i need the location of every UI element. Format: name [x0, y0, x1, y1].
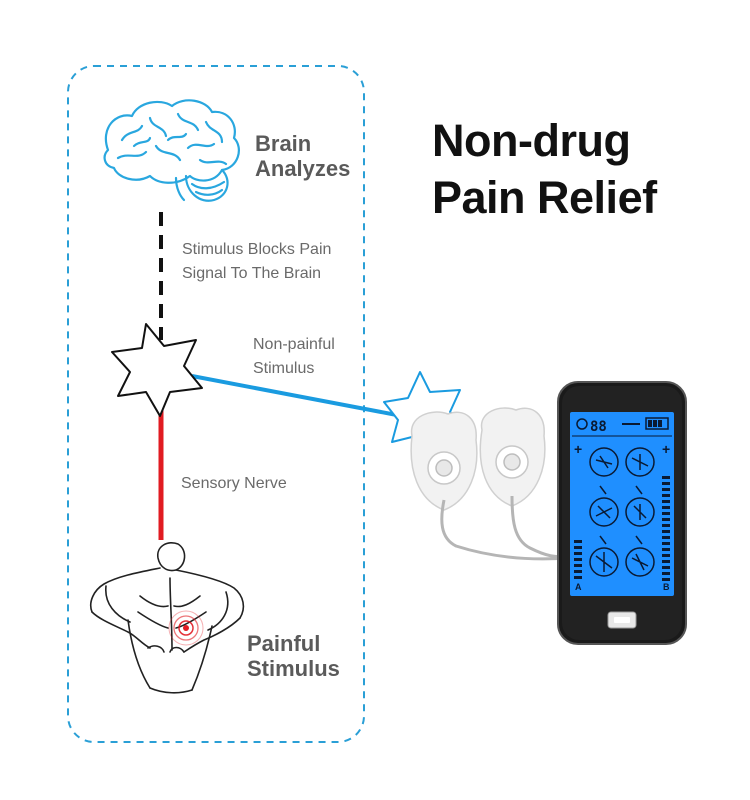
- pain-target-icon: [168, 610, 204, 646]
- channel-b-label: B: [663, 582, 670, 592]
- neuron-star-icon: [111, 323, 203, 417]
- electrode-pad-icon: [410, 407, 546, 511]
- brain-analyzes-label: Brain Analyzes: [255, 131, 350, 181]
- nonpainful-label-line-1: Non-painful: [253, 336, 335, 353]
- lcd-time: 88: [590, 419, 607, 435]
- brain-label-line-2: Analyzes: [255, 156, 351, 181]
- person-back-pain-icon: [89, 542, 245, 694]
- page-title: Non-drug Pain Relief: [432, 112, 657, 226]
- title-line-1: Non-drug: [432, 115, 631, 166]
- non-painful-stimulus-label: Non-painful Stimulus: [253, 333, 335, 381]
- svg-text:+: +: [574, 441, 582, 457]
- channel-a-label: A: [575, 582, 582, 592]
- stimulus-line: [191, 374, 403, 418]
- sensory-nerve-label: Sensory Nerve: [181, 475, 287, 492]
- blocks-label-line-2: Signal To The Brain: [182, 265, 322, 282]
- electrode-wire: [440, 499, 569, 561]
- brain-icon: [103, 99, 240, 202]
- brain-label-line-1: Brain: [255, 131, 312, 156]
- dashed-container: [67, 65, 365, 743]
- tens-device-icon: 88 + +: [557, 381, 687, 645]
- svg-text:+: +: [662, 441, 670, 457]
- painful-stimulus-label: Painful Stimulus: [247, 631, 340, 681]
- nonpainful-label-line-2: Stimulus: [253, 360, 315, 377]
- stimulus-blocks-label: Stimulus Blocks Pain Signal To The Brain: [182, 238, 331, 286]
- title-line-2: Pain Relief: [432, 172, 657, 223]
- blocks-label-line-1: Stimulus Blocks Pain: [182, 241, 332, 258]
- painful-label-line-1: Painful: [247, 631, 321, 656]
- lcd-screen: [570, 412, 674, 596]
- painful-label-line-2: Stimulus: [247, 656, 340, 681]
